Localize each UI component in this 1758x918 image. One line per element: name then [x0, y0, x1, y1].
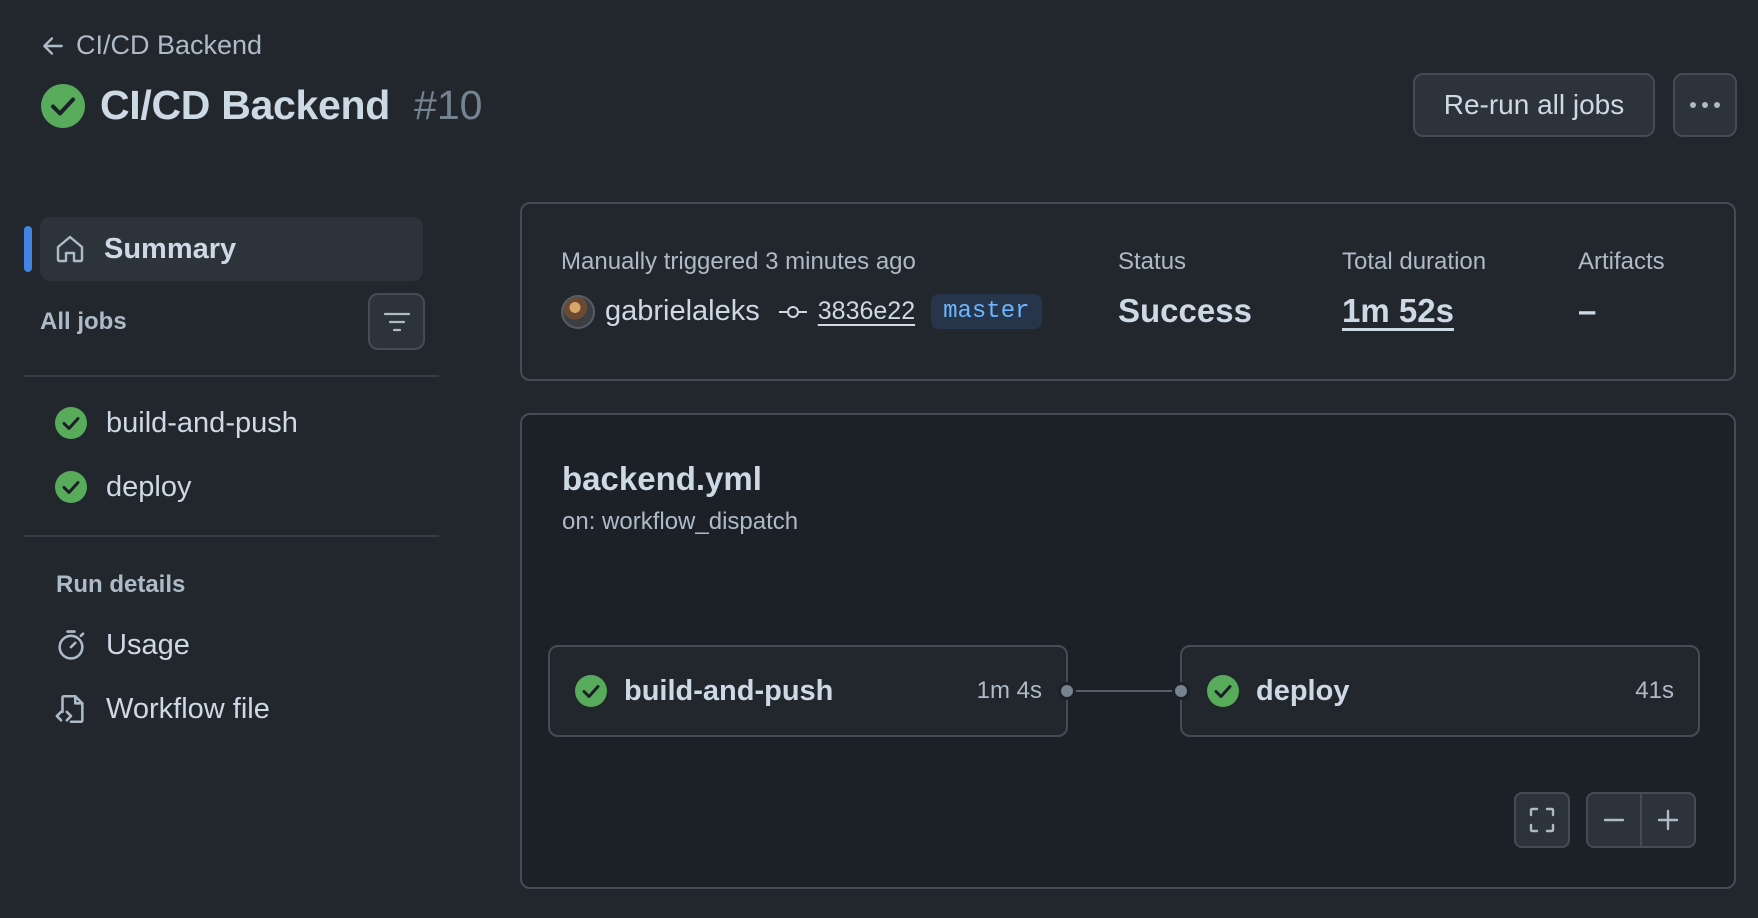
run-number: #10 [414, 82, 483, 128]
status-label: Status [1118, 248, 1187, 275]
check-circle-icon [1207, 675, 1239, 707]
duration-label: Total duration [1342, 248, 1487, 275]
screen-full-icon [1529, 807, 1555, 833]
sidebar-item-label: Summary [104, 232, 237, 265]
node-name: deploy [1256, 674, 1350, 707]
run-summary-card [520, 202, 1736, 381]
filter-icon [383, 312, 410, 331]
branch-badge[interactable]: master [931, 294, 1042, 329]
plus-icon [1657, 809, 1679, 831]
zoom-out-button[interactable] [1588, 794, 1640, 846]
rerun-all-jobs-button[interactable]: Re-run all jobs [1413, 73, 1655, 137]
fullscreen-button[interactable] [1514, 792, 1570, 848]
author-link[interactable]: gabrielaleks [605, 295, 760, 327]
workflow-file-name: backend.yml [562, 460, 762, 497]
dash-icon [1603, 818, 1625, 822]
connector-dot-in [1172, 682, 1190, 700]
all-jobs-heading: All jobs [40, 308, 127, 335]
zoom-controls [1586, 792, 1696, 848]
back-link-label: CI/CD Backend [76, 30, 263, 60]
kebab-horizontal-icon [1690, 102, 1720, 108]
check-circle-icon [41, 83, 85, 128]
workflow-trigger: on: workflow_dispatch [562, 508, 799, 535]
node-duration: 1m 4s [976, 677, 1042, 704]
git-commit-icon [778, 305, 807, 318]
sidebar-item-label: Usage [106, 628, 190, 661]
graph-node-deploy[interactable]: deploy 41s [1180, 645, 1700, 737]
home-icon [56, 235, 84, 263]
check-circle-icon [55, 407, 87, 439]
status-value: Success [1118, 292, 1252, 329]
more-options-button[interactable] [1673, 73, 1737, 137]
job-label: build-and-push [106, 406, 298, 439]
filter-jobs-button[interactable] [368, 293, 425, 350]
page-title: CI/CD Backend #10 [40, 82, 482, 129]
sidebar-job-build-and-push[interactable]: build-and-push [54, 406, 298, 440]
commit-sha-link[interactable]: 3836e22 [817, 297, 916, 325]
sidebar-job-deploy[interactable]: deploy [54, 470, 191, 504]
artifacts-label: Artifacts [1578, 248, 1665, 275]
connector-dot-out [1058, 682, 1076, 700]
sidebar-divider [24, 375, 439, 377]
sidebar-item-usage[interactable]: Usage [54, 628, 190, 662]
stopwatch-icon [58, 630, 85, 660]
job-label: deploy [106, 470, 192, 503]
duration-value-link[interactable]: 1m 52s [1342, 292, 1454, 329]
sidebar-item-workflow-file[interactable]: Workflow file [54, 692, 270, 726]
zoom-in-button[interactable] [1640, 794, 1694, 846]
run-details-heading: Run details [56, 571, 186, 598]
active-indicator [24, 226, 32, 272]
sidebar-divider [24, 535, 439, 537]
file-code-icon [55, 694, 84, 724]
trigger-details: gabrielaleks 3836e22 master [561, 294, 1042, 329]
artifacts-value: – [1578, 292, 1597, 329]
check-circle-icon [55, 471, 87, 503]
node-duration: 41s [1635, 677, 1674, 704]
job-connector [1066, 690, 1182, 692]
graph-node-build-and-push[interactable]: build-and-push 1m 4s [548, 645, 1068, 737]
sidebar-item-label: Workflow file [106, 692, 270, 725]
node-name: build-and-push [624, 674, 834, 707]
avatar[interactable] [561, 294, 595, 329]
sidebar-item-summary[interactable]: Summary [40, 217, 423, 281]
trigger-text: Manually triggered 3 minutes ago [561, 248, 916, 275]
back-link[interactable]: CI/CD Backend [40, 30, 262, 61]
workflow-title: CI/CD Backend [100, 82, 391, 128]
arrow-left-icon [43, 36, 63, 55]
check-circle-icon [575, 675, 607, 707]
